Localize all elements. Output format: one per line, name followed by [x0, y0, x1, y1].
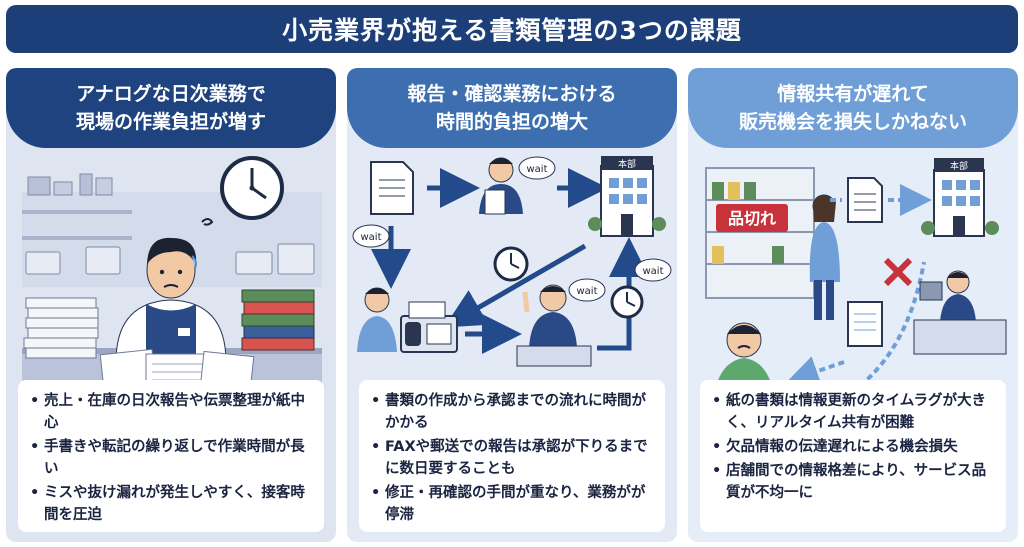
flow-arrow [597, 237, 649, 351]
clock-icon [610, 285, 644, 319]
store-shelf [705, 167, 815, 299]
wait-bubble: wait [634, 258, 672, 282]
panel-heading: アナログな日次業務で 現場の作業負担が増す [6, 68, 336, 148]
hq-building-icon: 本部 [588, 156, 666, 237]
bullet-item: 書類の作成から承認までの流れに時間がかかる [371, 390, 655, 434]
fax-machine-icon [400, 301, 458, 353]
wait-bubble: wait [518, 156, 556, 180]
panel-info-sharing-delay: 情報共有が遅れて 販売機会を損失しかねない 品切れ [688, 68, 1018, 542]
bullet-item: 店舗間での情報格差により、サービス品質が不均一に [712, 460, 996, 504]
panel-heading: 報告・確認業務における 時間的負担の増大 [347, 68, 677, 148]
panel-heading-line1: 報告・確認業務における [407, 83, 617, 105]
bullet-item: 欠品情報の伝達遅れによる機会損失 [712, 436, 996, 458]
clerk-figure [115, 218, 227, 363]
paper-stack-left [23, 297, 99, 359]
hq-worker-figure [913, 270, 1007, 355]
wait-bubble: wait [568, 278, 606, 302]
bullet-item: 紙の書類は情報更新のタイムラグが大きく、リアルタイム共有が困難 [712, 390, 996, 434]
bullet-box: 書類の作成から承認までの流れに時間がかかる FAXや郵送での報告は承認が下りるま… [359, 380, 665, 532]
report-sheet-icon [847, 301, 883, 347]
wait-label: wait [360, 232, 381, 243]
bullet-box: 紙の書類は情報更新のタイムラグが大きく、リアルタイム共有が困難 欠品情報の伝達遅… [700, 380, 1006, 532]
binder-stack-right [241, 289, 315, 351]
approval-flow-illustration: wait 本部 wait [352, 156, 672, 367]
panel-analog-daily-work: アナログな日次業務で 現場の作業負担が増す [6, 68, 336, 542]
stockout-illustration: 品切れ 本部 [705, 158, 1007, 414]
bullet-item: 手書きや転記の繰り返しで作業時間が長い [30, 436, 314, 480]
document-icon [370, 161, 414, 215]
clock-icon [493, 246, 529, 282]
panel-heading-line2: 販売機会を損失しかねない [738, 111, 967, 133]
panel-heading-line2: 現場の作業負担が増す [75, 111, 266, 133]
wait-label: wait [642, 266, 663, 277]
hq-label: 本部 [950, 160, 968, 172]
wait-label: wait [576, 286, 597, 297]
reviewer-figure [479, 157, 523, 215]
manager-figure [516, 284, 592, 367]
fax-clerk-figure [357, 287, 397, 352]
panel-heading-line1: 情報共有が遅れて [777, 83, 929, 105]
flow-arrow [444, 243, 587, 328]
wait-bubble: wait [352, 224, 390, 248]
bullet-item: FAXや郵送での報告は承認が下りるまでに数日要することも [371, 436, 655, 480]
clock-icon [220, 156, 284, 220]
cash-register-icon [25, 173, 315, 275]
panel-heading: 情報共有が遅れて 販売機会を損失しかねない [688, 68, 1018, 148]
panel-report-confirmation: 報告・確認業務における 時間的負担の増大 wait [347, 68, 677, 542]
hq-building-icon: 本部 [921, 158, 999, 237]
bullet-box: 売上・在庫の日次報告や伝票整理が紙中心 手書きや転記の繰り返しで作業時間が長い … [18, 380, 324, 532]
panel-heading-line1: アナログな日次業務で [76, 83, 266, 105]
out-of-stock-label: 品切れ [728, 209, 776, 228]
bullet-item: 売上・在庫の日次報告や伝票整理が紙中心 [30, 390, 314, 434]
document-icon [847, 177, 883, 223]
panel-heading-line2: 時間的負担の増大 [435, 111, 588, 133]
cross-icon [883, 257, 913, 287]
flow-arrow [786, 356, 845, 387]
out-of-stock-sign: 品切れ [716, 204, 788, 232]
customer-figure [809, 194, 840, 320]
bullet-item: ミスや抜け漏れが発生しやすく、接客時間を圧迫 [30, 482, 314, 526]
main-title: 小売業界が抱える書類管理の3つの課題 [6, 5, 1018, 53]
hq-label: 本部 [618, 158, 636, 170]
wait-label: wait [526, 164, 547, 175]
bullet-item: 修正・再確認の手間が重なり、業務がが停滞 [371, 482, 655, 526]
